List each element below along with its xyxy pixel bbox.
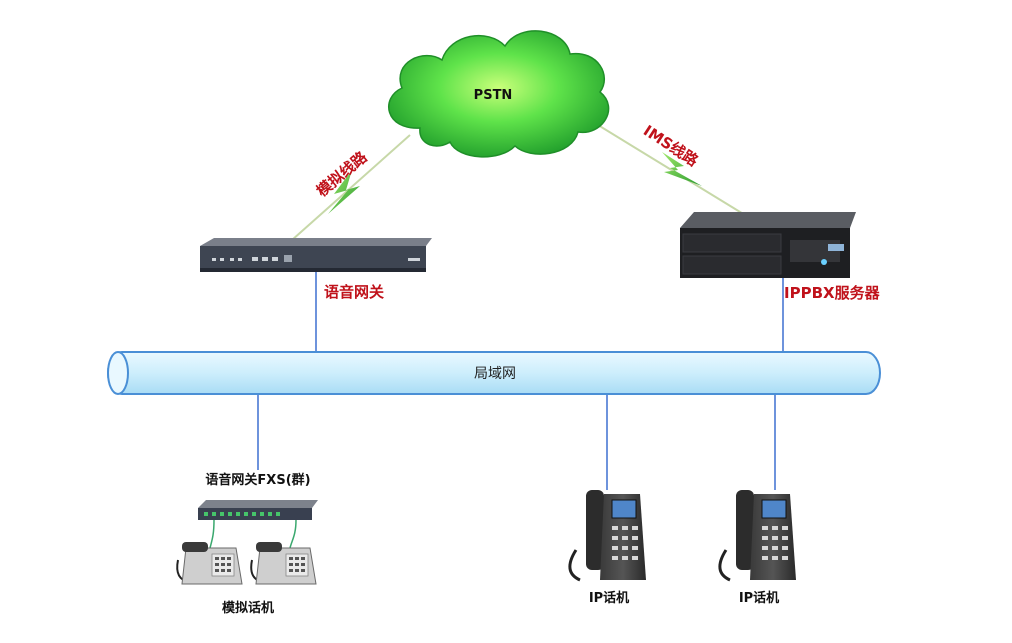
ip-phone-label: IP话机: [589, 590, 629, 606]
ippbx-server-icon: [680, 212, 856, 278]
analog-phone-icon: [176, 542, 243, 585]
ippbx-server-label: IPPBX服务器: [784, 284, 881, 302]
fxs-gateway-device-icon: [198, 500, 318, 520]
link-analog: [291, 134, 411, 241]
pstn-label: PSTN: [474, 88, 513, 103]
ip-phone-icon: [568, 490, 646, 582]
ims-line-label: IMS线路: [640, 122, 702, 171]
ip-phone-label: IP话机: [739, 590, 779, 606]
analog-line-label: 模拟线路: [313, 147, 371, 200]
voice-gateway-device-icon: [200, 238, 432, 272]
fxs-gateway-label: 语音网关FXS(群): [205, 472, 310, 488]
lightning-bolt-icon: [662, 152, 702, 186]
pstn-cloud: PSTN: [388, 30, 610, 158]
analog-phone-label: 模拟话机: [222, 600, 274, 616]
lan-bus: 局域网: [107, 351, 881, 395]
ip-phone-icon: [718, 490, 796, 582]
voice-gateway-label: 语音网关: [324, 283, 384, 301]
lan-label: 局域网: [474, 366, 516, 382]
analog-phone-icon: [250, 542, 317, 585]
link-ims: [597, 124, 746, 216]
